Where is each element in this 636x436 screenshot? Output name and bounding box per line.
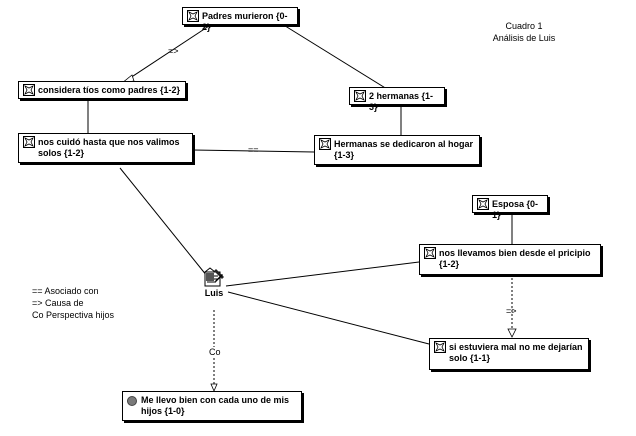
- node-bien[interactable]: nos llevamos bien desde el pricipio {1-2…: [419, 244, 601, 275]
- node-hijos-label: Me llevo bien con cada uno de mis hijos …: [141, 395, 290, 416]
- person-document-icon: [204, 267, 224, 287]
- node-tios-label: considera tíos como padres {1-2}: [38, 85, 181, 95]
- code-node-icon: [187, 10, 199, 22]
- node-cuido-label: nos cuidó hasta que nos valimos solos {1…: [38, 137, 180, 158]
- link-padres-tios: [123, 23, 213, 83]
- node-luis-label: Luis: [204, 288, 224, 298]
- link-label-cause-padres: =>: [168, 46, 179, 56]
- link-padres-hermanas: [281, 23, 388, 90]
- code-node-icon: [23, 136, 35, 148]
- node-esposa[interactable]: Esposa {0-1}: [472, 195, 548, 220]
- link-luis-mal: [227, 291, 430, 345]
- node-mal[interactable]: si estuviera mal no me dejarían solo {1-…: [429, 338, 589, 370]
- legend-item-perspectiva: Co Perspectiva hijos: [32, 310, 115, 320]
- legend-item-asociado: == Asociado con: [32, 286, 99, 296]
- diagram-title-line2: Análisis de Luis: [492, 33, 556, 43]
- link-label-perspective: Co: [208, 347, 222, 358]
- node-esposa-label: Esposa {0-1}: [492, 199, 539, 220]
- node-cuido[interactable]: nos cuidó hasta que nos valimos solos {1…: [18, 133, 193, 163]
- link-cuido-hogar: [192, 149, 315, 153]
- legend: == Asociado con => Causa de Co Perspecti…: [32, 285, 114, 321]
- node-bien-label: nos llevamos bien desde el pricipio {1-2…: [439, 248, 591, 269]
- code-node-icon: [354, 90, 366, 102]
- node-padres[interactable]: Padres murieron {0-2}: [182, 7, 298, 32]
- code-node-icon: [434, 341, 446, 353]
- link-cuido-luis: [119, 167, 208, 277]
- diagram-title-line1: Cuadro 1: [505, 21, 543, 31]
- arrowhead-hijos: [210, 383, 218, 393]
- code-node-icon: [424, 247, 436, 259]
- node-hijos[interactable]: Me llevo bien con cada uno de mis hijos …: [122, 391, 302, 421]
- node-luis[interactable]: Luis: [196, 266, 232, 298]
- node-hermanas2-label: 2 hermanas {1-3}: [369, 91, 434, 112]
- code-node-icon: [319, 138, 331, 150]
- link-label-cause-bien: =>: [506, 306, 517, 316]
- legend-item-causa: => Causa de: [32, 298, 84, 308]
- node-hermanas2[interactable]: 2 hermanas {1-3}: [349, 87, 445, 112]
- node-hermanas-hogar[interactable]: Hermanas se dedicaron al hogar {1-3}: [314, 135, 480, 165]
- node-padres-label: Padres murieron {0-2}: [202, 11, 288, 32]
- memo-dot-icon: [127, 396, 137, 406]
- link-label-assoc: ==: [248, 145, 259, 155]
- diagram-title: Cuadro 1 Análisis de Luis: [474, 20, 574, 44]
- code-node-icon: [23, 84, 35, 96]
- link-luis-bien: [225, 261, 420, 287]
- code-node-icon: [477, 198, 489, 210]
- node-mal-label: si estuviera mal no me dejarían solo {1-…: [449, 342, 583, 363]
- node-tios[interactable]: considera tíos como padres {1-2}: [18, 81, 186, 99]
- arrowhead-mal: [507, 328, 517, 338]
- node-hermanas-hogar-label: Hermanas se dedicaron al hogar {1-3}: [334, 139, 474, 160]
